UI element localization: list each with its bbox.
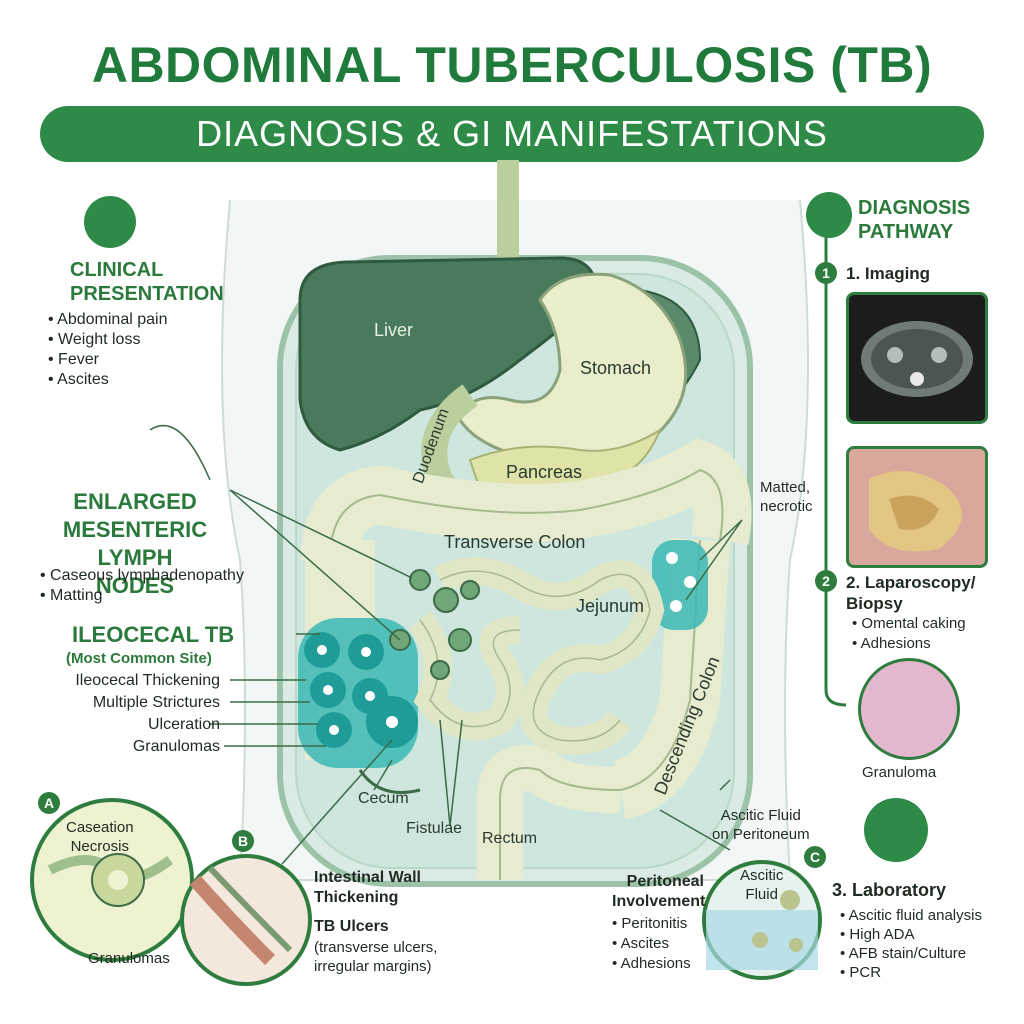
- step2-label: 2. Laparoscopy/ Biopsy: [846, 572, 975, 614]
- inset-a-badge: A: [38, 792, 60, 814]
- patient-icon: [84, 196, 136, 248]
- subtitle-banner: DIAGNOSIS & GI MANIFESTATIONS: [40, 106, 984, 162]
- mesenteric-list: Caseous lymphadenopathy Matting: [40, 566, 244, 606]
- ulcer-desc-line2: irregular margins): [314, 958, 432, 975]
- ileocecal-heading: ILEOCECAL TB: [72, 622, 235, 647]
- wall-thickening-heading: Intestinal Wall Thickening: [314, 868, 421, 908]
- mesenteric-heading-line1: ENLARGED: [73, 489, 197, 514]
- step1-badge: 1: [815, 262, 837, 284]
- page-title: ABDOMINAL TUBERCULOSIS (TB): [91, 37, 933, 93]
- step1-label: 1. Imaging: [846, 264, 931, 283]
- jejunum-label: Jejunum: [576, 596, 645, 616]
- list-item: Ascites: [48, 370, 167, 390]
- liver-label: Liver: [374, 320, 414, 340]
- step3-label: 3. Laboratory: [832, 880, 947, 900]
- clipboard-icon: [806, 192, 852, 238]
- list-item: Omental caking: [852, 614, 965, 634]
- fluid-line1: Ascitic: [740, 867, 784, 884]
- step2-line1: 2. Laparoscopy/: [846, 573, 976, 592]
- inset-b-badge: B: [232, 830, 254, 852]
- list-item: Adhesions: [852, 634, 966, 654]
- cecum-label: Cecum: [358, 790, 409, 807]
- list-item: Ascitic fluid analysis: [840, 906, 982, 925]
- tb-ulcers-desc: (transverse ulcers, irregular margins): [314, 938, 437, 976]
- list-item: Peritonitis: [612, 914, 691, 934]
- liver: [298, 256, 598, 452]
- peritoneal-list: Peritonitis Ascites Adhesions: [612, 914, 691, 974]
- list-item: Matting: [40, 586, 244, 606]
- ascitic-peritoneum-label: Ascitic Fluid on Peritoneum: [712, 806, 810, 844]
- wall-line1: Intestinal Wall: [314, 869, 421, 886]
- transverse-colon-label: Transverse Colon: [444, 532, 586, 552]
- ileocecal-subheading: (Most Common Site): [66, 650, 212, 667]
- list-item: Ascites: [612, 934, 691, 954]
- matted-line2: necrotic: [760, 498, 813, 515]
- pathway-heading-line1: DIAGNOSIS: [858, 197, 971, 219]
- tb-ulcers-heading: TB Ulcers: [314, 918, 389, 935]
- step2-list: Omental caking Adhesions: [852, 614, 966, 654]
- clinical-heading-line2: PRESENTATION: [70, 283, 224, 305]
- ulcer-desc-line1: (transverse ulcers,: [314, 939, 438, 956]
- pathway-heading: DIAGNOSIS PATHWAY: [858, 196, 970, 244]
- stomach-label: Stomach: [580, 358, 652, 378]
- granuloma-label: Granuloma: [862, 764, 937, 781]
- mesenteric-heading-line2: MESENTERIC: [62, 517, 208, 542]
- step2-badge: 2: [815, 570, 837, 592]
- wall-line2: Thickening: [314, 889, 399, 906]
- inset-c-badge: C: [804, 846, 826, 868]
- pancreas-label: Pancreas: [506, 462, 583, 482]
- clinical-heading: CLINICAL PRESENTATION: [70, 258, 224, 306]
- list-item: High ADA: [840, 925, 982, 944]
- matted-line1: Matted,: [760, 479, 811, 496]
- list-item: PCR: [840, 963, 982, 982]
- fistulae-label: Fistulae: [406, 820, 463, 837]
- laparoscopy-image: [846, 446, 988, 568]
- fluid-line2: Fluid: [745, 886, 778, 903]
- ascitic-fluid-label: Ascitic Fluid: [740, 866, 783, 904]
- list-item: Weight loss: [48, 330, 167, 350]
- peritoneal-heading: Peritoneal Involvement: [612, 872, 706, 912]
- list-item: Caseous lymphadenopathy: [40, 566, 244, 586]
- abdomen-illustration: [30, 160, 847, 986]
- feature-label: Granulomas: [132, 738, 220, 755]
- list-item: Fever: [48, 350, 167, 370]
- caseation-line2: Necrosis: [70, 838, 129, 855]
- flask-icon: [864, 798, 928, 862]
- granulomas-label: Granulomas: [88, 950, 170, 967]
- ascitic-line2: on Peritoneum: [712, 826, 810, 843]
- feature-label: Ileocecal Thickening: [75, 672, 220, 689]
- list-item: Abdominal pain: [48, 310, 167, 330]
- peritoneal-line2: Involvement: [612, 893, 706, 910]
- list-item: Adhesions: [612, 954, 691, 974]
- ct-scan-image: [846, 292, 988, 424]
- step2-line2: Biopsy: [846, 594, 903, 613]
- feature-label: Ulceration: [147, 716, 220, 733]
- cecum: [358, 769, 421, 794]
- ascitic-line1: Ascitic Fluid: [720, 807, 801, 824]
- caseation-label: Caseation Necrosis: [66, 818, 134, 856]
- list-item: AFB stain/Culture: [840, 944, 982, 963]
- ileocecal-features: Ileocecal Thickening Multiple Strictures…: [58, 670, 220, 758]
- rectum-label: Rectum: [482, 830, 538, 847]
- caseation-line1: Caseation: [66, 819, 134, 836]
- laparoscopy-graphic: [869, 471, 962, 552]
- feature-label: Multiple Strictures: [92, 694, 220, 711]
- peritoneal-line1: Peritoneal: [626, 873, 704, 890]
- matted-nodes-label: Matted, necrotic: [760, 478, 813, 516]
- granuloma-histology-image: [858, 658, 960, 760]
- inset-b-circle: [180, 854, 312, 986]
- step3-list: Ascitic fluid analysis High ADA AFB stai…: [840, 906, 982, 982]
- ct-scan-graphic: [861, 321, 973, 397]
- pathway-heading-line2: PATHWAY: [858, 221, 954, 243]
- clinical-heading-line1: CLINICAL: [70, 259, 164, 281]
- clinical-list: Abdominal pain Weight loss Fever Ascites: [48, 310, 167, 390]
